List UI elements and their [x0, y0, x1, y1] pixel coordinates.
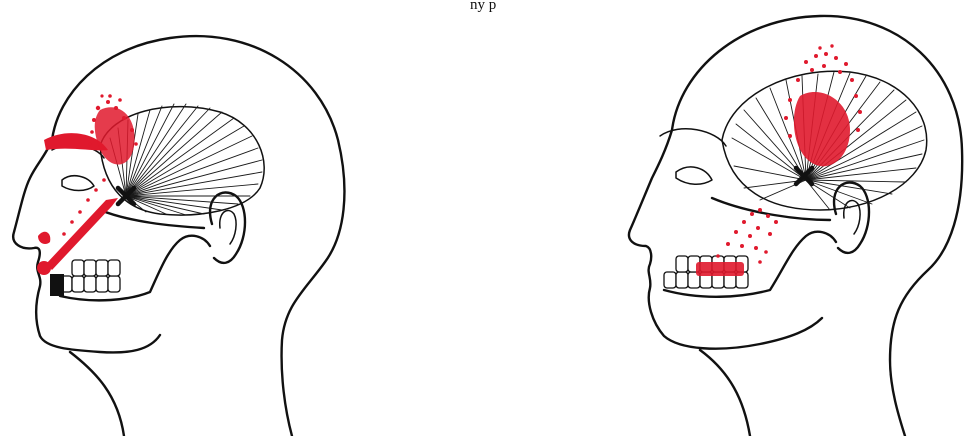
left-neck-front	[70, 352, 124, 436]
right-ear	[834, 182, 869, 252]
left-head-figure	[13, 36, 344, 436]
right-head-figure	[629, 16, 962, 436]
right-referred-pain	[696, 44, 862, 276]
left-ear-inner	[220, 210, 236, 244]
left-teeth	[60, 260, 120, 292]
left-black-tooth	[50, 274, 64, 296]
right-eye	[676, 167, 712, 184]
right-neck-front	[700, 350, 750, 436]
right-face-profile	[629, 130, 822, 349]
left-eye	[62, 176, 94, 191]
left-face-profile	[13, 140, 160, 352]
